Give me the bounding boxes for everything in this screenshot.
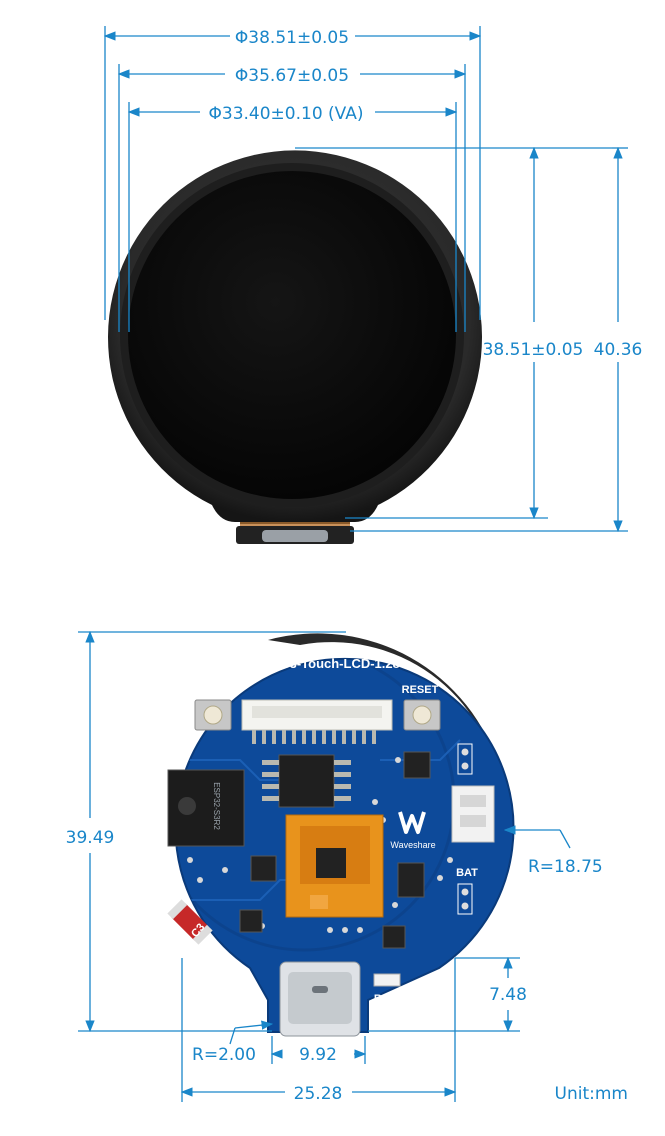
waveshare-logo: Waveshare: [390, 811, 436, 850]
audio-chip: [382, 925, 406, 949]
fpc-connector: [241, 699, 393, 744]
boot-button[interactable]: [194, 699, 232, 731]
front-view: Φ38.51±0.05 Φ35.67±0.05 Φ33.40±0.10 (VA)…: [103, 26, 643, 544]
dim-outer-diameter: Φ38.51±0.05: [235, 28, 349, 48]
charger-chip: [397, 862, 425, 898]
dim-radius-small: R=2.00: [192, 1045, 256, 1065]
back-view: ESP32-S3-Touch-LCD-1.28 BOOT RESET: [66, 630, 628, 1104]
battery-connector: [451, 785, 495, 843]
dim-back-width: 25.28: [294, 1084, 343, 1104]
c3-capacitor: [167, 899, 213, 945]
unit-label: Unit:mm: [555, 1084, 628, 1104]
esp32-chip: ESP32-S3R2: [167, 769, 245, 847]
dim-back-height: 39.49: [66, 828, 115, 848]
boot-label: BOOT: [196, 684, 228, 696]
usb-c-port[interactable]: [279, 961, 361, 1037]
rev-label: Rev3: [374, 993, 400, 1005]
mosfet-chip: [239, 909, 263, 933]
dim-radius-large: R=18.75: [528, 857, 603, 877]
dim-inner-diameter: Φ35.67±0.05: [235, 66, 349, 86]
reset-label: RESET: [402, 684, 439, 696]
reset-button[interactable]: [403, 699, 441, 731]
svg-text:Waveshare: Waveshare: [390, 840, 435, 850]
flash-chip: [262, 754, 351, 808]
regulator-chip: [250, 855, 277, 882]
rev3-led: [373, 973, 401, 987]
imu-chip: [403, 751, 431, 779]
dim-round-height: 38.51±0.05: [483, 340, 584, 360]
board-title: ESP32-S3-Touch-LCD-1.28: [236, 656, 400, 671]
touch-fpc: [285, 814, 384, 918]
dim-total-height: 40.36: [594, 340, 643, 360]
dim-usb-width: 9.92: [299, 1045, 337, 1065]
bat-label: BAT: [456, 867, 478, 879]
dim-usb-height: 7.48: [489, 985, 527, 1005]
esp-chip-text: ESP32-S3R2: [212, 782, 221, 830]
bat-pads: [457, 743, 473, 915]
front-screen: [128, 171, 456, 499]
dim-viewing-area: Φ33.40±0.10 (VA): [209, 104, 364, 124]
